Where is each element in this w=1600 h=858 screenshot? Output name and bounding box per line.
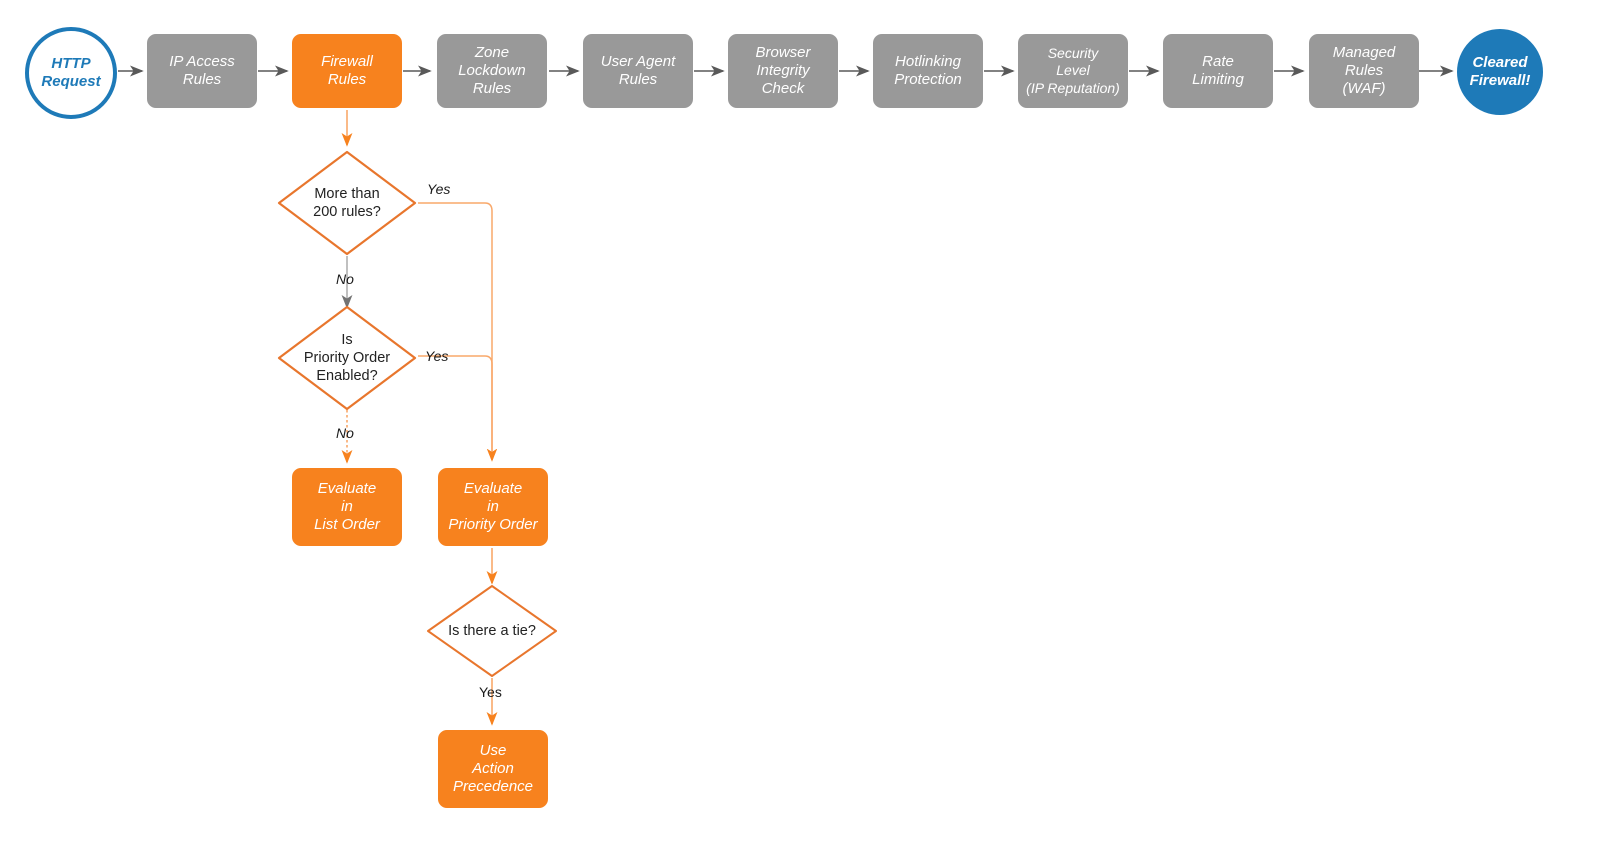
decision-is-priority-order-enabled-label: Is Priority Order Enabled? bbox=[303, 331, 391, 385]
edge-label-more-than-200-yes: Yes bbox=[427, 181, 451, 197]
decision-more-than-200-rules-label: More than 200 rules? bbox=[313, 185, 381, 220]
decision-is-priority-order-enabled[interactable]: Is Priority Order Enabled? bbox=[277, 305, 417, 411]
decision-is-there-a-tie[interactable]: Is there a tie? bbox=[426, 584, 558, 678]
node-use-action-precedence[interactable]: Use Action Precedence bbox=[438, 730, 548, 808]
edge-decision-200-yes bbox=[418, 202, 498, 462]
node-http-request[interactable]: HTTP Request bbox=[25, 27, 117, 119]
decision-is-there-a-tie-label: Is there a tie? bbox=[448, 622, 536, 639]
node-rate-limiting[interactable]: Rate Limiting bbox=[1163, 34, 1273, 108]
node-security-level[interactable]: Security Level (IP Reputation) bbox=[1018, 34, 1128, 108]
node-user-agent-rules[interactable]: User Agent Rules bbox=[583, 34, 693, 108]
node-firewall-rules[interactable]: Firewall Rules bbox=[292, 34, 402, 108]
node-ip-access-rules[interactable]: IP Access Rules bbox=[147, 34, 257, 108]
node-hotlinking-protection[interactable]: Hotlinking Protection bbox=[873, 34, 983, 108]
node-zone-lockdown-rules[interactable]: Zone Lockdown Rules bbox=[437, 34, 547, 108]
edge-decision-priority-yes bbox=[418, 355, 498, 462]
decision-more-than-200-rules[interactable]: More than 200 rules? bbox=[277, 150, 417, 256]
edge-label-priority-order-no: No bbox=[336, 425, 354, 441]
edge-label-priority-order-yes: Yes bbox=[425, 348, 449, 364]
node-cleared-firewall[interactable]: Cleared Firewall! bbox=[1457, 29, 1543, 115]
node-managed-rules-waf[interactable]: Managed Rules (WAF) bbox=[1309, 34, 1419, 108]
node-evaluate-in-priority-order[interactable]: Evaluate in Priority Order bbox=[438, 468, 548, 546]
edge-label-tie-yes: Yes bbox=[479, 684, 502, 700]
edge-label-more-than-200-no: No bbox=[336, 271, 354, 287]
node-browser-integrity-check[interactable]: Browser Integrity Check bbox=[728, 34, 838, 108]
node-evaluate-in-list-order[interactable]: Evaluate in List Order bbox=[292, 468, 402, 546]
